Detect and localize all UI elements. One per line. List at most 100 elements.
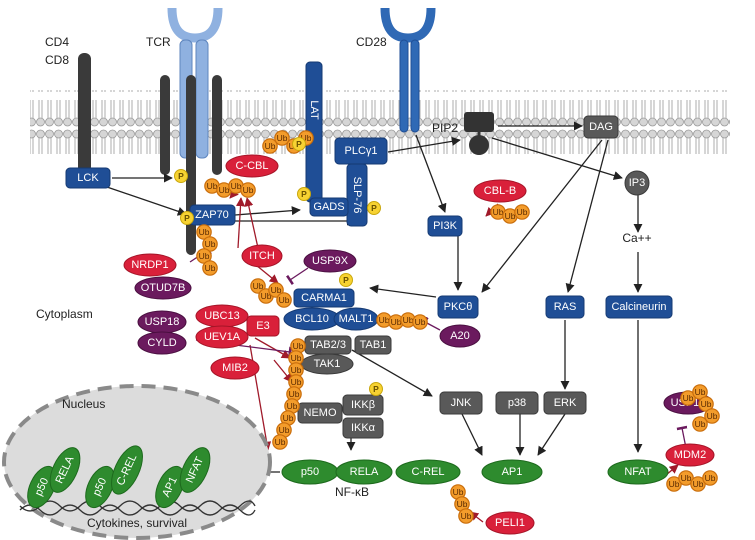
tab1-box: TAB1 <box>360 339 387 351</box>
ubiquitin-label: Ub <box>453 487 464 497</box>
phosphate-label: P <box>371 203 377 213</box>
ubiquitin-label: Ub <box>261 291 272 301</box>
calcium-label: Ca++ <box>622 231 651 245</box>
otud7b-node: OTUD7B <box>141 282 186 294</box>
cd28-chain <box>410 39 420 133</box>
ubiquitin-label: Ub <box>205 239 216 249</box>
ubiquitin-tag <box>240 182 256 198</box>
ras-box: RAS <box>554 301 577 313</box>
gray-nodes: DAG IP3 TAB2/3 TAB1 TAK1 NEMO IKKβ IKKα … <box>297 115 650 439</box>
ubc13-node: UBC13 <box>204 310 239 322</box>
deubiquitinase-inhibition <box>189 244 688 449</box>
cblb-node: CBL-B <box>484 185 516 197</box>
itch-node: ITCH <box>249 250 275 262</box>
usp9x-node: USP9X <box>312 255 349 267</box>
cyld-node: CYLD <box>147 337 176 349</box>
e3-node: E3 <box>256 320 269 332</box>
ubiquitin-label: Ub <box>243 185 254 195</box>
tak1-box: TAK1 <box>314 358 341 370</box>
ubiquitin-tag <box>276 292 292 308</box>
ubiquitin-label: Ub <box>279 295 290 305</box>
cytoplasm-label: Cytoplasm <box>36 307 93 321</box>
lck-box: LCK <box>77 172 99 184</box>
transcription-factors: p50 RELA C-REL AP1 NFAT <box>281 459 669 485</box>
phosphate-tag <box>369 382 383 396</box>
dna-strand <box>19 504 256 516</box>
ccbl-node: C-CBL <box>235 160 268 172</box>
ubiquitin-tag <box>272 434 288 450</box>
ubiquitin-tag <box>458 508 474 524</box>
cd8-label: CD8 <box>45 53 69 67</box>
signal-arrows <box>103 121 643 477</box>
ubiquitin-label: Ub <box>205 263 216 273</box>
ubiquitin-tag <box>692 416 708 432</box>
ubiquitin-tag <box>702 470 718 486</box>
nfat-node: NFAT <box>624 466 652 478</box>
ap1-node: AP1 <box>502 466 523 478</box>
ubiquitin-tag <box>704 408 720 424</box>
cd28-label: CD28 <box>356 35 387 49</box>
cd3-chain <box>160 75 170 175</box>
ubiquitin-label: Ub <box>277 133 288 143</box>
ubiquitin-label: Ub <box>291 353 302 363</box>
cd3-zeta-chain <box>186 75 196 255</box>
ubiquitin-label: Ub <box>403 315 414 325</box>
nemo-box: NEMO <box>304 407 337 419</box>
p38-box: p38 <box>508 397 526 409</box>
bcl10-box: BCL10 <box>295 313 329 325</box>
phosphate-tag <box>297 187 311 201</box>
phosphate-label: P <box>373 384 379 394</box>
ubiquitin-label: Ub <box>265 141 276 151</box>
phosphate-tag <box>180 211 194 225</box>
ubiquitin-label: Ub <box>705 473 716 483</box>
tab23-box: TAB2/3 <box>310 339 346 351</box>
a20-node: A20 <box>450 330 470 342</box>
ubiquitin-label: Ub <box>279 425 290 435</box>
nfkb-label: NF-κB <box>335 485 369 499</box>
tcr-label: TCR <box>146 35 171 49</box>
ubiquitin-tag <box>514 204 530 220</box>
ubiquitin-label: Ub <box>707 411 718 421</box>
pi3k-box: PI3K <box>433 220 458 232</box>
ubiquitin-label: Ub <box>291 377 302 387</box>
p50-node: p50 <box>301 466 319 478</box>
ubiquitin-label: Ub <box>219 185 230 195</box>
plcg1-box: PLCγ1 <box>344 145 377 157</box>
ubiquitin-label: Ub <box>271 285 282 295</box>
ubiquitin-label: Ub <box>199 227 210 237</box>
cd28-arm <box>380 7 436 43</box>
pip2-label: PIP2 <box>432 121 458 135</box>
ubiquitin-label: Ub <box>391 317 402 327</box>
cytokines-label: Cytokines, survival <box>87 516 187 530</box>
ubiquitin-label: Ub <box>291 365 302 375</box>
lat-label: LAT <box>308 100 320 120</box>
ubiquitin-label: Ub <box>379 315 390 325</box>
erk-box: ERK <box>554 397 577 409</box>
pip2-box <box>464 112 494 132</box>
dag-box: DAG <box>589 121 613 133</box>
ubiquitin-label: Ub <box>683 393 694 403</box>
ubiquitin-tag <box>274 130 290 146</box>
ubiquitin-label: Ub <box>275 437 286 447</box>
phosphate-label: P <box>343 275 349 285</box>
cd28-chain <box>399 39 409 133</box>
ubiquitin-label: Ub <box>415 317 426 327</box>
kinase-nodes: LCK ZAP70 PLCγ1 SLP-76 GADS PI3K CARMA1 … <box>65 137 673 331</box>
pip2-head <box>469 135 489 155</box>
ubiquitin-label: Ub <box>253 281 264 291</box>
ubiquitin-label: Ub <box>693 479 704 489</box>
gads-box: GADS <box>313 201 344 213</box>
nucleus-label: Nucleus <box>62 397 105 411</box>
nrdp1-node: NRDP1 <box>131 259 168 271</box>
ikkb-box: IKKβ <box>351 399 375 411</box>
rela-node: RELA <box>350 466 379 478</box>
calcineurin-box: Calcineurin <box>611 301 666 313</box>
cd4-cd8-receptor <box>78 53 91 173</box>
phosphate-tag <box>339 273 353 287</box>
ubiquitin-label: Ub <box>231 181 242 191</box>
ikka-box: IKKα <box>351 422 376 434</box>
slp76-box: SLP-76 <box>351 177 363 214</box>
ip3-node: IP3 <box>629 177 646 189</box>
